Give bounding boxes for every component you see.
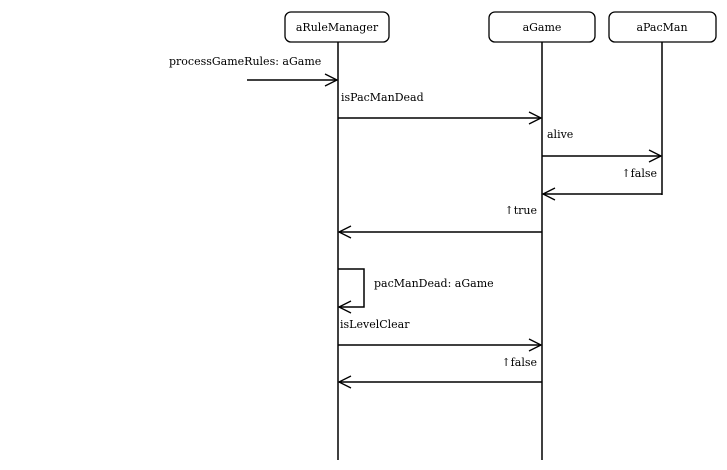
participant-arulemanager[interactable]: aRuleManager [284,11,390,43]
message-label-return-true: ↑true [505,204,538,217]
message-label-return-false-game: ↑false [501,356,537,369]
message-label-alive: alive [547,128,573,141]
participant-arulemanager-label: aRuleManager [296,21,379,34]
message-label-return-false-pacman: ↑false [621,167,657,180]
message-label-is-pacman-dead: isPacManDead [341,91,424,104]
participant-apacman-label: aPacMan [636,21,687,34]
participant-apacman[interactable]: aPacMan [608,11,717,43]
participant-agame-label: aGame [523,21,562,34]
message-label-pacman-dead: pacManDead: aGame [374,277,494,290]
participant-agame[interactable]: aGame [488,11,596,43]
message-label-is-level-clear: isLevelClear [340,318,410,331]
message-arrow-pacman-dead-self [338,268,365,307]
message-label-process-game-rules: processGameRules: aGame [169,55,321,68]
